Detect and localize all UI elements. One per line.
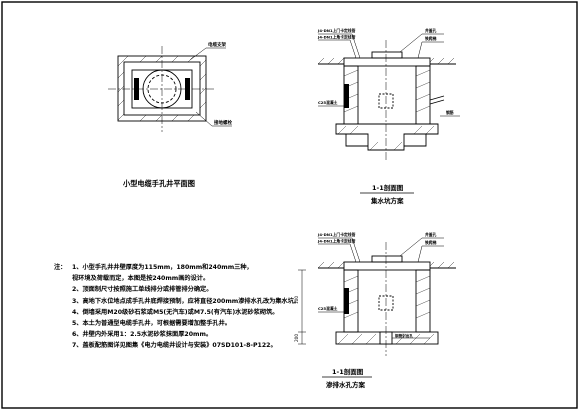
- seep-label-pipe2: J4-DN1上角卡定线管: [317, 239, 356, 244]
- note-item: 7、盖板配筋图详见图集《电力电缆井设计与安装》07SD101-8-P122。: [72, 342, 277, 350]
- plan-view-title: 小型电缆手孔井平面图: [122, 179, 195, 188]
- plan-label-ground: 接地螺栓: [214, 119, 232, 126]
- design-notes: 注： 1、小型手孔井井壁厚度为115mm，180mm和240mm三种， 视环境及…: [54, 262, 304, 352]
- sump-section-subtitle: 集水坑方案: [370, 196, 404, 205]
- seep-section-title: 1-1剖面图: [332, 367, 364, 376]
- notes-lead: 注：: [54, 264, 67, 271]
- note-item: 视环境及荷载而定，本图是按240mm画的设计。: [72, 275, 210, 283]
- section-sump-drawing: [317, 33, 460, 162]
- plan-view: [108, 46, 232, 132]
- sump-label-cover: 井盖孔: [425, 28, 437, 33]
- seep-section-subtitle: 渗排水孔方案: [326, 380, 366, 389]
- note-item: 4、倒墙采用M20级砂石浆或M5(无汽车)或M7.5(有汽车)水泥砂浆砌筑。: [72, 308, 279, 316]
- seep-label-hole: 钢管引出孔: [395, 333, 413, 338]
- note-item: 6、井壁内外采用1：2.5水泥砂浆抹面厚20mm。: [72, 331, 213, 339]
- plan-label-support: 电缆支架: [208, 41, 226, 48]
- seep-dim-100: 100: [294, 296, 299, 304]
- sump-label-ladder: 铁爬梯: [425, 36, 437, 41]
- seep-label-concrete: C25混凝土: [318, 306, 338, 311]
- note-item: 2、顶面制尺寸按照施工单线排分或排管排分确定。: [72, 286, 213, 294]
- sump-label-pipe1: J4-DN1上门卡定线管: [317, 28, 356, 33]
- seep-label-cover: 井盖孔: [425, 232, 437, 237]
- note-item: 3、高地下水位地点成手孔井底焊接预制，应将直径200mm渗排水孔改为集水坑。: [72, 297, 301, 305]
- seep-label-pipe1: J4-DN1上门卡定线管: [317, 232, 356, 237]
- seep-dim-200: 200: [294, 334, 299, 342]
- section-seepage-drawing: [298, 237, 456, 356]
- sump-label-rebar: 钢筋: [446, 110, 454, 115]
- sump-label-concrete: C25混凝土: [318, 100, 338, 105]
- note-item: 5、本土为普通型电缆手孔井，可根据需要增加整手孔井。: [72, 320, 231, 328]
- note-item: 1、小型手孔井井壁厚度为115mm，180mm和240mm三种，: [72, 264, 253, 271]
- notes-list: 1、小型手孔井井壁厚度为115mm，180mm和240mm三种， 视环境及荷载而…: [54, 262, 304, 352]
- sump-label-pipe2: J4-DN1上角卡定线管: [317, 35, 356, 40]
- sump-section-title: 1-1剖面图: [372, 183, 404, 192]
- seep-label-ladder: 铁爬梯: [425, 240, 437, 245]
